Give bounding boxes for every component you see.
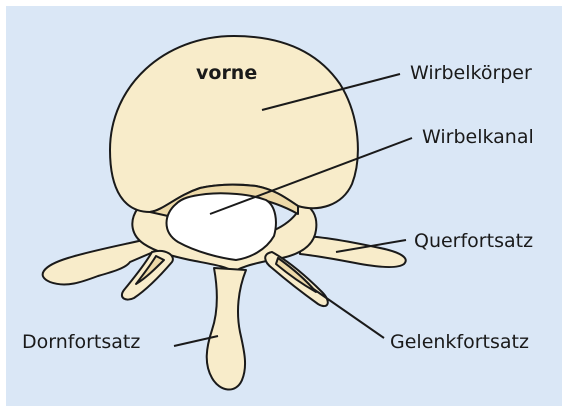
spinous-process [207, 268, 246, 390]
label-vorne: vorne [196, 64, 257, 83]
label-dornfortsatz: Dornfortsatz [22, 333, 140, 352]
leader-gelenkfortsatz [312, 288, 384, 338]
transverse-process-right [300, 236, 406, 267]
label-querfortsatz: Querfortsatz [414, 232, 533, 251]
label-wirbelkanal: Wirbelkanal [422, 128, 534, 147]
label-wirbelkoerper: Wirbelkörper [410, 64, 532, 83]
label-gelenkfortsatz: Gelenkfortsatz [390, 333, 529, 352]
